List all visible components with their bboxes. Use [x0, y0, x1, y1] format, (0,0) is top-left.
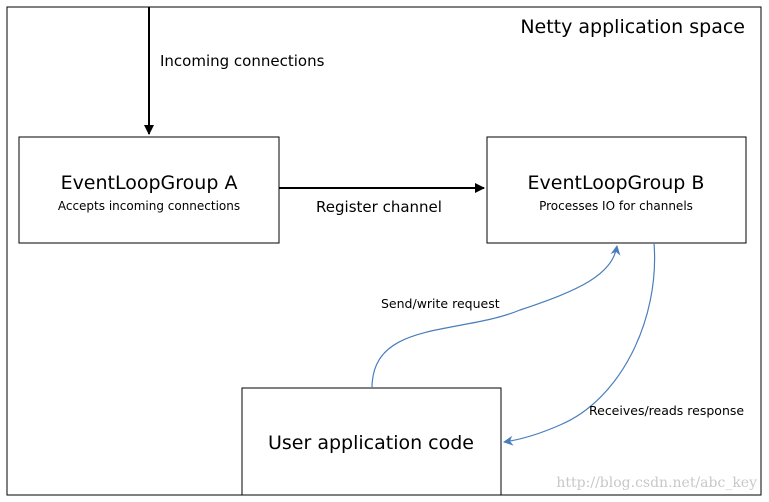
- send-write-request-curve: [371, 245, 621, 389]
- event-loop-group-b-title: EventLoopGroup B: [528, 172, 705, 194]
- event-loop-group-a-node: EventLoopGroup A Accepts incoming connec…: [18, 136, 280, 244]
- user-application-code-node: User application code: [241, 387, 502, 496]
- incoming-connections-label: Incoming connections: [160, 52, 325, 70]
- receives-reads-response-curve: [503, 242, 656, 446]
- register-channel-label: Register channel: [316, 198, 442, 216]
- watermark-text: http://blog.csdn.net/abc_key: [556, 475, 757, 491]
- application-space-title: Netty application space: [520, 16, 745, 38]
- send-write-request-label: Send/write request: [381, 296, 500, 311]
- event-loop-group-a-subtitle: Accepts incoming connections: [58, 199, 240, 213]
- event-loop-group-a-box: [18, 136, 280, 244]
- user-application-code-title: User application code: [268, 432, 474, 454]
- event-loop-group-a-title: EventLoopGroup A: [61, 172, 238, 194]
- event-loop-group-b-subtitle: Processes IO for channels: [539, 199, 693, 213]
- user-application-code-box: [241, 387, 502, 496]
- event-loop-group-b-box: [486, 136, 747, 244]
- event-loop-group-b-node: EventLoopGroup B Processes IO for channe…: [486, 136, 747, 244]
- receives-reads-response-label: Receives/reads response: [589, 403, 744, 418]
